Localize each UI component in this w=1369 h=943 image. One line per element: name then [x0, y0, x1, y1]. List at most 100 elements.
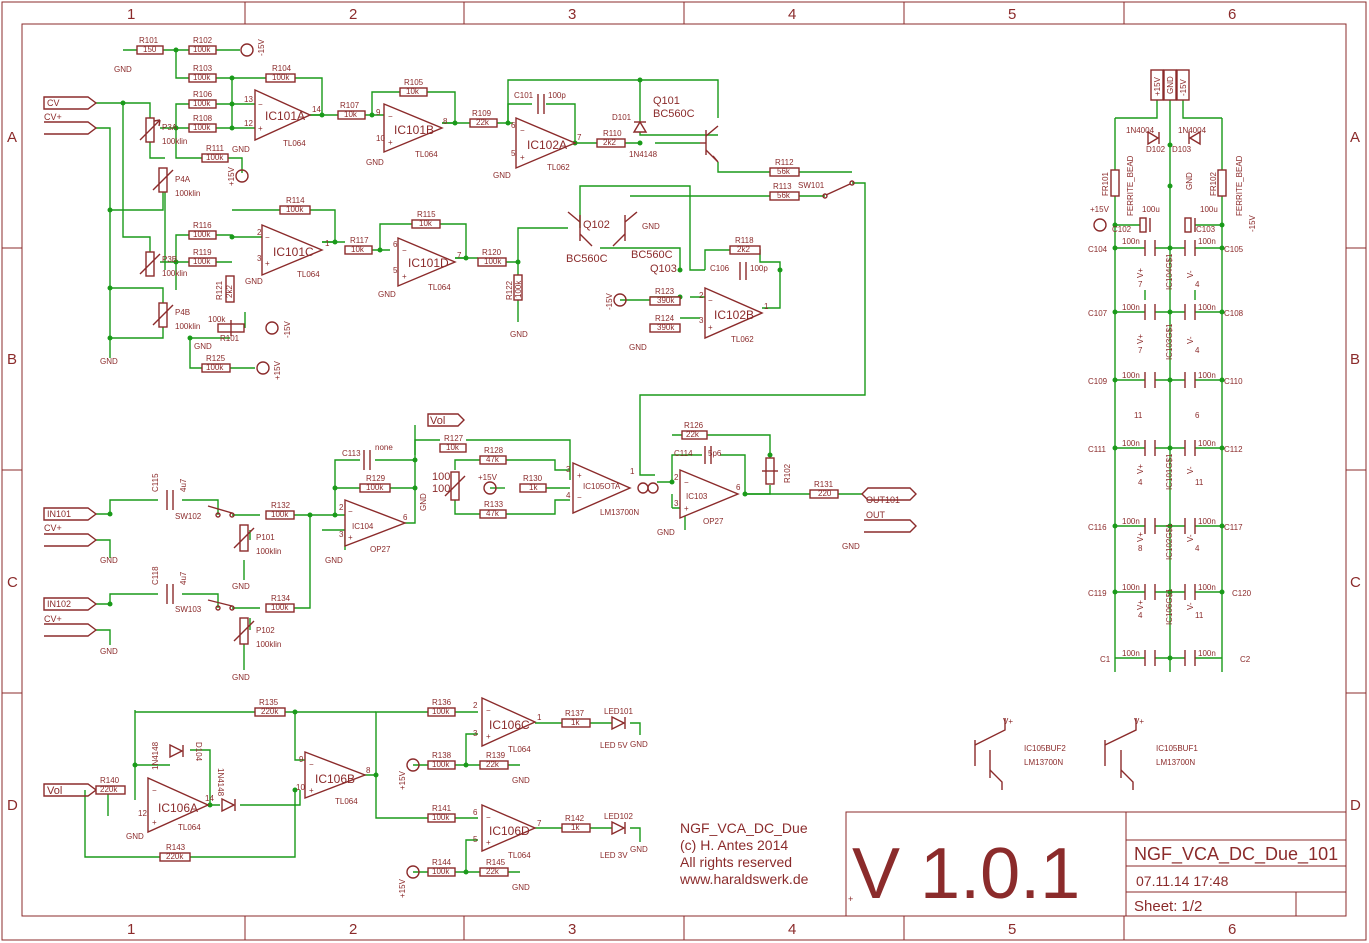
svg-text:1: 1: [537, 713, 542, 722]
gnd-1: GND: [114, 65, 132, 74]
hdr-p15: +15V: [1153, 76, 1162, 96]
r111-value: 100k: [206, 153, 224, 162]
port-out101[interactable]: OUT101: [861, 487, 917, 505]
svg-text:1: 1: [325, 239, 330, 248]
svg-text:+: +: [402, 272, 407, 281]
r105-value: 10k: [406, 87, 420, 96]
svg-text:13: 13: [244, 95, 253, 104]
row7-c-val-a: 100n: [1122, 649, 1140, 658]
rail-minus15-b-label: -15V: [283, 320, 292, 338]
svg-text:−: −: [388, 112, 393, 121]
gnd-15: GND: [842, 542, 860, 551]
r125-name: R125: [206, 354, 226, 363]
r101-value: 150: [143, 45, 157, 54]
port-vol-out-label: Vol: [430, 415, 445, 427]
svg-text:9: 9: [299, 755, 304, 764]
r115-value: 10k: [419, 219, 433, 228]
r137-value: 1k: [571, 718, 580, 727]
port-in102-label: IN102: [47, 599, 71, 609]
col-label-1-top: 1: [127, 6, 135, 23]
r139-name: R139: [486, 751, 506, 760]
ic101b-type: TL064: [415, 150, 438, 159]
svg-text:2: 2: [473, 701, 478, 710]
rail-plus15-f-label: +15V: [398, 878, 407, 898]
r145-name: R145: [486, 858, 506, 867]
r111-name: R111: [206, 144, 224, 153]
port-out[interactable]: OUT: [864, 510, 917, 533]
port-cv-3[interactable]: CV+: [44, 614, 98, 637]
ic101b-label: IC101B: [394, 123, 434, 137]
r118-name: R118: [735, 236, 754, 245]
port-vol-in[interactable]: Vol: [43, 783, 98, 797]
d101-type: 1N4148: [629, 150, 658, 159]
port-vol-out[interactable]: Vol: [427, 413, 465, 427]
svg-text:6: 6: [1195, 411, 1200, 420]
svg-text:+: +: [577, 471, 582, 480]
gnd-20: GND: [126, 832, 144, 841]
r143-value: 220k: [166, 852, 184, 861]
c102-name: C102: [1112, 225, 1132, 234]
buf1-name: IC105BUF1: [1156, 744, 1198, 753]
r143-name: R143: [166, 843, 186, 852]
ic106a-label: IC106A: [158, 801, 198, 815]
credit-line-4: www.haraldswerk.de: [679, 871, 809, 887]
r122-value: 100k: [514, 280, 523, 298]
rail-minus15-a: -15V: [240, 38, 266, 57]
svg-text:11: 11: [1195, 611, 1204, 620]
ic106d-label: IC106D: [489, 824, 530, 838]
buf2-vplus: V+: [1003, 717, 1013, 726]
c108-name: C108: [1224, 309, 1244, 318]
r115-name: R115: [417, 210, 436, 219]
svg-text:7: 7: [457, 251, 462, 260]
c106-name: C106: [710, 264, 730, 273]
svg-text:8: 8: [1138, 544, 1143, 553]
q103-name: Q103: [650, 263, 677, 275]
port-in102[interactable]: IN102: [43, 597, 98, 611]
svg-text:12: 12: [138, 809, 147, 818]
port-cv-2[interactable]: CV+: [44, 523, 98, 547]
port-cv[interactable]: CV: [43, 96, 98, 110]
svg-text:4: 4: [1138, 478, 1143, 487]
rail-minus15-g-label: -15V: [1248, 214, 1257, 232]
ic106c-label: IC106C: [489, 718, 530, 732]
svg-text:6: 6: [736, 483, 741, 492]
r135-name: R135: [259, 698, 279, 707]
port-cv-plus[interactable]: CV+: [44, 112, 98, 135]
gnd-2: GND: [232, 145, 250, 154]
supply-symbols: -15V +15V -15V +15V -15V +15V +15V +15V …: [100, 38, 1257, 898]
pot-p4a-name: P4A: [175, 175, 191, 184]
r118-value: 2k2: [737, 245, 750, 254]
svg-text:−: −: [577, 493, 582, 502]
c101-value: 100p: [548, 91, 566, 100]
col-label-6-bottom: 6: [1228, 921, 1236, 938]
r124-name: R124: [655, 314, 675, 323]
r106-name: R106: [193, 90, 213, 99]
ic101g: IC101G$1: [1165, 453, 1174, 490]
svg-text:3: 3: [674, 499, 679, 508]
c102-value: 100u: [1142, 205, 1160, 214]
port-in101[interactable]: IN101: [43, 507, 98, 521]
svg-text:7: 7: [1138, 346, 1143, 355]
ic101c-label: IC101C: [273, 245, 314, 259]
title-block: V 1.0.1 NGF_VCA_DC_Due_101 07.11.14 17:4…: [845, 811, 1347, 917]
sheet-number: Sheet: 1/2: [1134, 898, 1202, 915]
r142-value: 1k: [571, 823, 580, 832]
row1-c-val-b: 100n: [1198, 237, 1216, 246]
fr102-name: FR102: [1209, 171, 1218, 196]
